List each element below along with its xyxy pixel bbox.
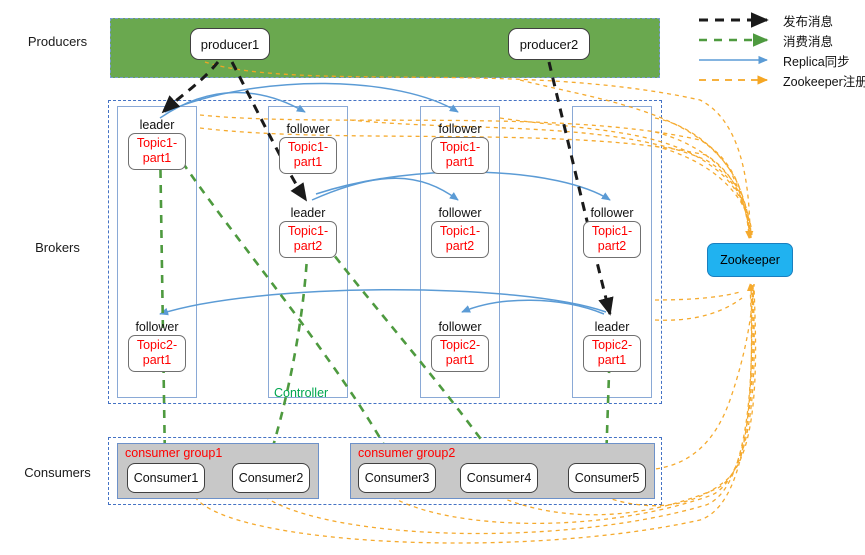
partition-line-1: Topic1- xyxy=(136,136,178,150)
consumer-box-1[interactable]: Consumer1 xyxy=(127,463,205,493)
consumer-box-4[interactable]: Consumer4 xyxy=(460,463,538,493)
partition-line-1: Topic2- xyxy=(439,338,481,352)
legend: 发布消息 消费消息 Replica同步 Zoo xyxy=(697,10,865,90)
broker-node[interactable]: follower Topic1- part2 xyxy=(420,206,500,258)
row-label-producers: Producers xyxy=(27,34,88,49)
partition-line-2: part1 xyxy=(293,155,323,169)
partition-box[interactable]: Topic1- part2 xyxy=(583,221,641,258)
consumer-box-5[interactable]: Consumer5 xyxy=(568,463,646,493)
legend-line-publish xyxy=(699,12,769,28)
broker-node[interactable]: follower Topic2- part1 xyxy=(420,320,500,372)
partition-box[interactable]: Topic1- part2 xyxy=(431,221,489,258)
partition-role: follower xyxy=(438,320,482,334)
broker-node[interactable]: leader Topic1- part2 xyxy=(268,206,348,258)
partition-box[interactable]: Topic2- part1 xyxy=(431,335,489,372)
partition-line-2: part1 xyxy=(142,353,172,367)
legend-label-publish: 发布消息 xyxy=(783,15,834,29)
consumer-box-2[interactable]: Consumer2 xyxy=(232,463,310,493)
partition-line-1: Topic2- xyxy=(591,338,633,352)
partition-line-1: Topic1- xyxy=(591,224,633,238)
partition-line-1: Topic1- xyxy=(439,140,481,154)
partition-role: follower xyxy=(438,122,482,136)
broker-node[interactable]: follower Topic1- part2 xyxy=(572,206,652,258)
legend-label-consume: 消费消息 xyxy=(783,35,834,49)
partition-line-2: part1 xyxy=(445,155,475,169)
partition-line-2: part2 xyxy=(597,239,627,253)
partition-line-1: Topic2- xyxy=(136,338,178,352)
row-label-consumers: Consumers xyxy=(24,465,91,480)
legend-item-replica: Replica同步 xyxy=(697,50,862,70)
partition-box[interactable]: Topic1- part1 xyxy=(128,133,186,170)
partition-line-2: part1 xyxy=(445,353,475,367)
producer-box-2[interactable]: producer2 xyxy=(508,28,590,60)
consumer-box-3[interactable]: Consumer3 xyxy=(358,463,436,493)
legend-item-consume: 消费消息 xyxy=(697,30,862,50)
legend-label-replica: Replica同步 xyxy=(783,55,850,69)
broker-node[interactable]: leader Topic2- part1 xyxy=(572,320,652,372)
partition-box[interactable]: Topic2- part1 xyxy=(128,335,186,372)
partition-line-2: part2 xyxy=(445,239,475,253)
legend-label-zookeeper: Zookeeper注册 xyxy=(783,75,865,89)
zookeeper-box[interactable]: Zookeeper xyxy=(707,243,793,277)
legend-line-consume xyxy=(699,33,769,47)
legend-line-zookeeper xyxy=(699,75,769,85)
broker-node[interactable]: follower Topic2- part1 xyxy=(117,320,197,372)
partition-line-2: part1 xyxy=(597,353,627,367)
broker-node[interactable]: follower Topic1- part1 xyxy=(268,122,348,174)
producer-box-1[interactable]: producer1 xyxy=(190,28,270,60)
partition-line-2: part2 xyxy=(293,239,323,253)
partition-line-1: Topic1- xyxy=(439,224,481,238)
legend-item-publish: 发布消息 xyxy=(697,10,862,30)
legend-line-replica xyxy=(699,55,768,65)
legend-item-zookeeper: Zookeeper注册 xyxy=(697,70,865,90)
partition-line-1: Topic1- xyxy=(287,140,329,154)
partition-box[interactable]: Topic1- part1 xyxy=(279,137,337,174)
consumer-group-2-title: consumer group2 xyxy=(358,446,456,460)
partition-box[interactable]: Topic1- part2 xyxy=(279,221,337,258)
controller-label: Controller xyxy=(274,386,329,400)
broker-node[interactable]: leader Topic1- part1 xyxy=(117,118,197,170)
partition-role: follower xyxy=(438,206,482,220)
consumer-group-1-title: consumer group1 xyxy=(125,446,223,460)
partition-line-1: Topic1- xyxy=(287,224,329,238)
partition-role: follower xyxy=(590,206,634,220)
broker-node[interactable]: follower Topic1- part1 xyxy=(420,122,500,174)
partition-role: leader xyxy=(290,206,326,220)
partition-role: follower xyxy=(286,122,330,136)
partition-line-2: part1 xyxy=(142,151,172,165)
partition-role: leader xyxy=(594,320,630,334)
partition-role: follower xyxy=(135,320,179,334)
row-label-brokers: Brokers xyxy=(35,240,80,255)
partition-box[interactable]: Topic1- part1 xyxy=(431,137,489,174)
partition-box[interactable]: Topic2- part1 xyxy=(583,335,641,372)
partition-role: leader xyxy=(139,118,175,132)
